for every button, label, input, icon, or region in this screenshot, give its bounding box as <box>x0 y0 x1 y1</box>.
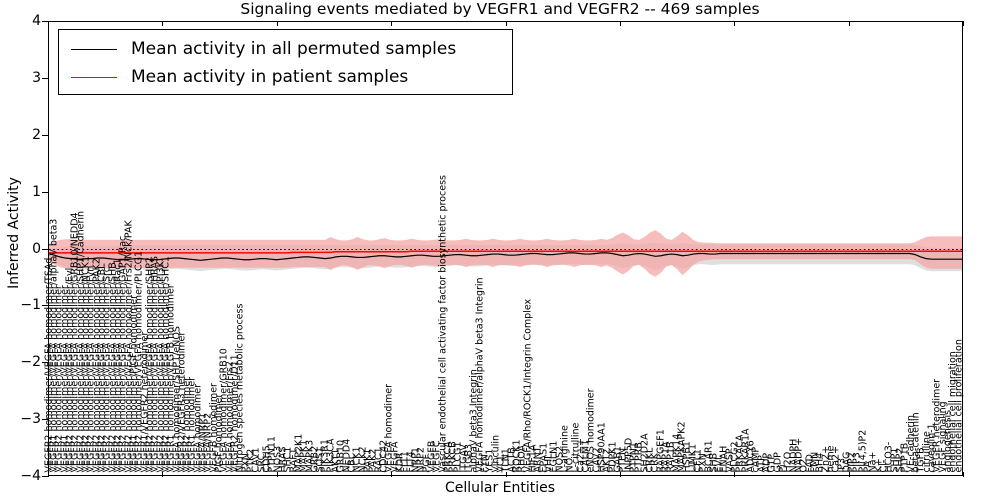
y-tick-label: 0 <box>32 240 41 257</box>
legend-swatch-permuted <box>71 48 117 50</box>
y-tick-mark <box>42 305 48 307</box>
legend-swatch-patient <box>71 76 117 78</box>
y-tick-label: 2 <box>32 126 41 143</box>
legend-label-permuted: Mean activity in all permuted samples <box>131 39 457 59</box>
legend-label-patient: Mean activity in patient samples <box>131 67 409 87</box>
legend-item: Mean activity in patient samples <box>59 63 512 91</box>
y-tick-mark <box>42 362 48 364</box>
permuted-mean-line <box>49 252 962 261</box>
y-tick-mark <box>42 191 48 193</box>
y-tick-mark <box>42 248 48 250</box>
x-axis-label: Cellular Entities <box>444 480 556 496</box>
y-tick-label: −1 <box>20 297 41 314</box>
y-tick-mark <box>42 21 48 22</box>
y-tick-label: 3 <box>32 69 41 86</box>
y-tick-label: −2 <box>20 354 41 371</box>
y-tick-mark <box>42 77 48 79</box>
y-tick-mark <box>42 419 48 421</box>
legend-item: Mean activity in all permuted samples <box>59 35 512 63</box>
patient-mean-line <box>49 250 962 254</box>
y-tick-label: −4 <box>20 468 41 484</box>
y-tick-label: 1 <box>32 183 41 200</box>
y-tick-mark <box>42 134 48 136</box>
page-title: Signaling events mediated by VEGFR1 and … <box>240 0 760 18</box>
patient-band <box>49 230 962 277</box>
y-tick-label: −3 <box>20 411 41 428</box>
y-tick-mark <box>42 476 48 477</box>
y-tick-label: 4 <box>32 13 41 29</box>
plot-svg <box>49 230 962 277</box>
legend: Mean activity in all permuted samples Me… <box>58 29 513 95</box>
